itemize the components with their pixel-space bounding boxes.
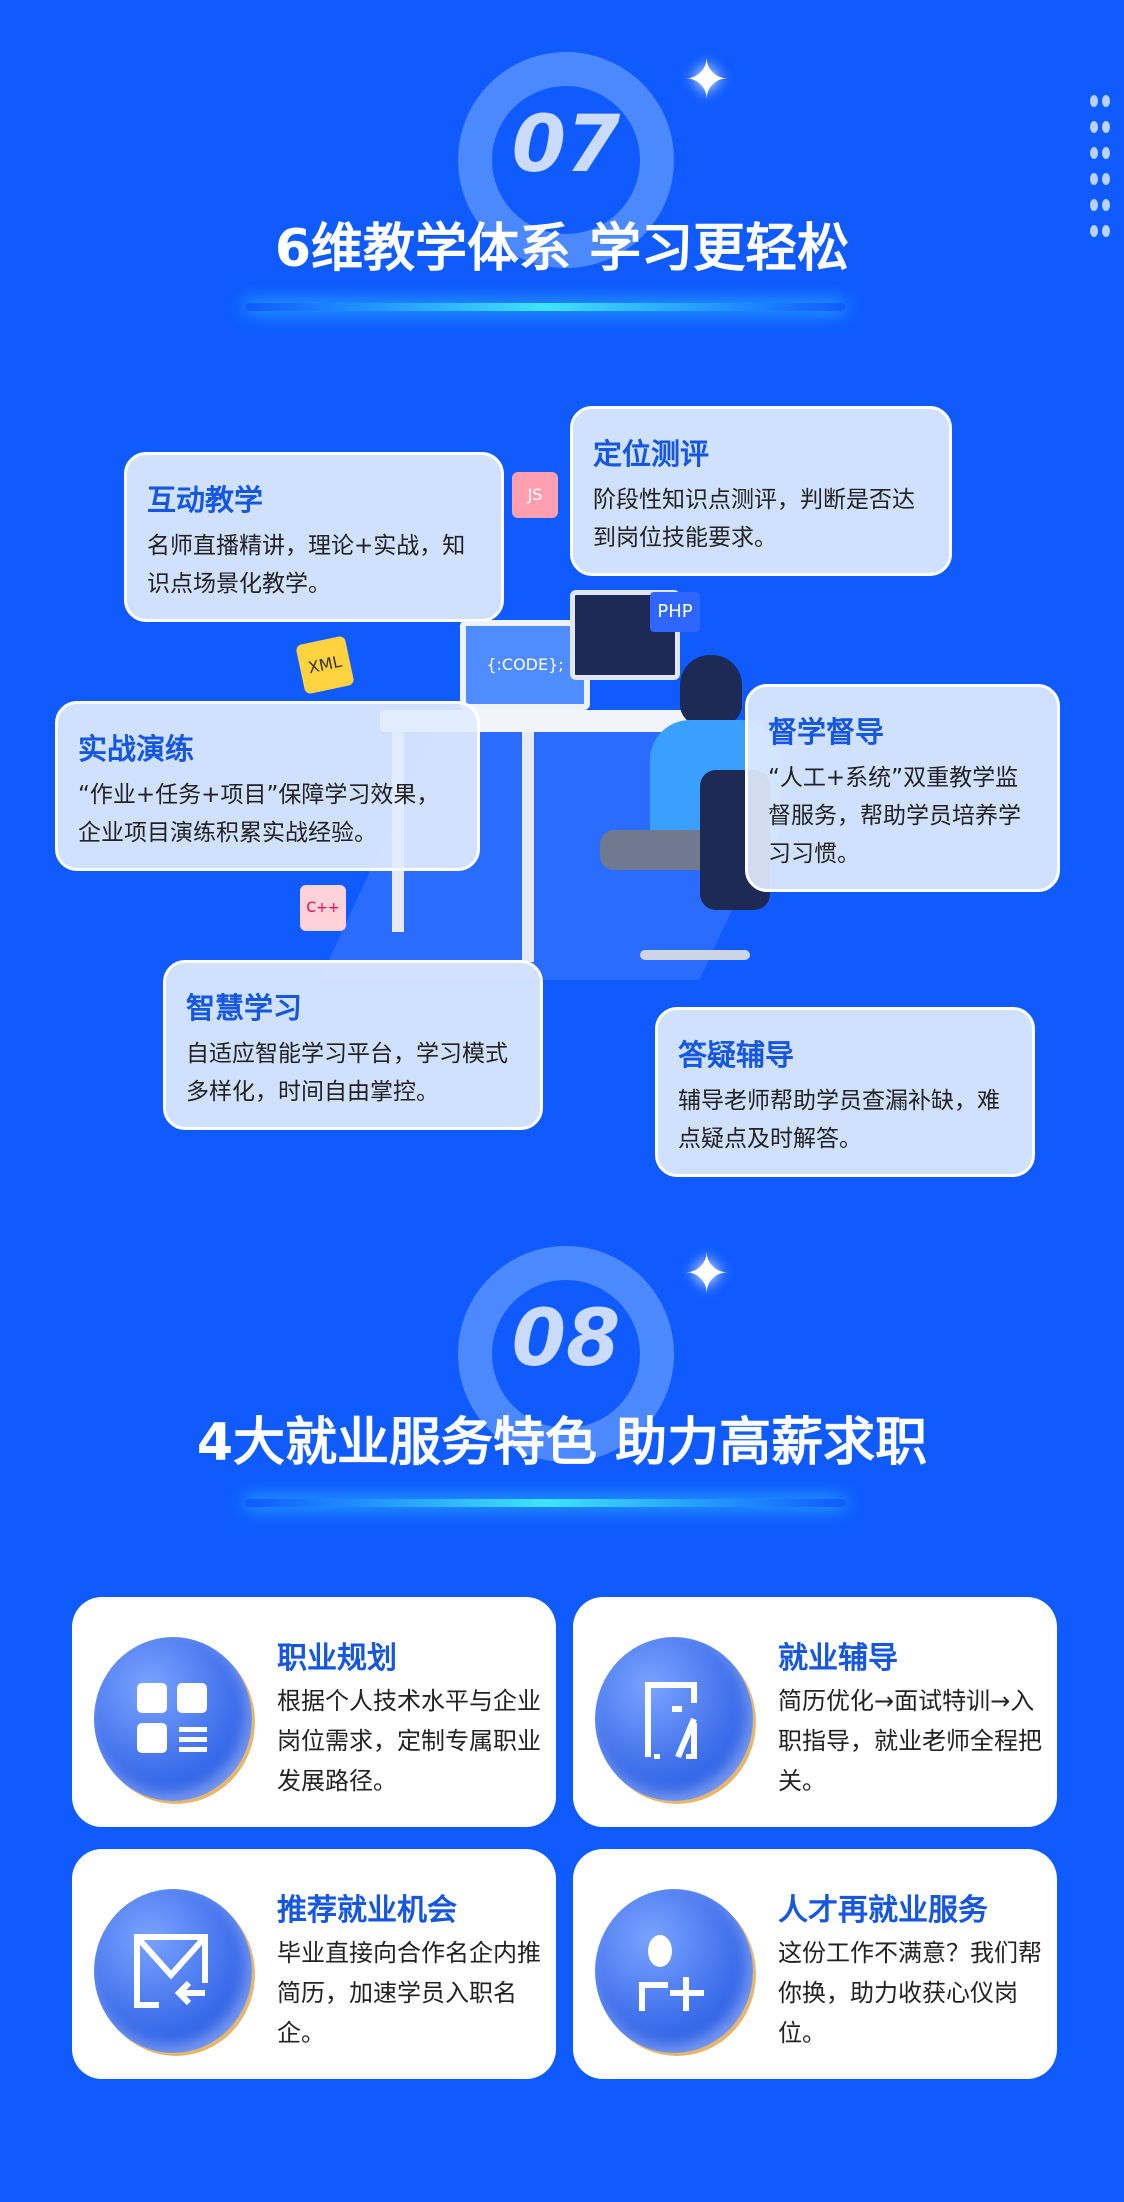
service-title: 推荐就业机会 (277, 1893, 457, 1928)
feature-title: 督学督导 (768, 715, 885, 749)
service-card-re-employment: 人才再就业服务这份工作不满意？我们帮你换，助力收获心仪岗位。 (573, 1849, 1057, 2079)
feature-card-tutoring: 答疑辅导辅导老师帮助学员查漏补缺，难点疑点及时解答。 (655, 1007, 1035, 1177)
glow-divider (245, 1499, 845, 1507)
feature-title: 答疑辅导 (678, 1038, 795, 1072)
section-title: 6维教学体系 学习更轻松 (274, 219, 850, 279)
feature-desc: 自适应智能学习平台，学习模式多样化，时间自由掌控。 (186, 1041, 508, 1105)
glow-divider (245, 303, 845, 311)
php-tag: PHP (650, 592, 700, 632)
feature-title: 互动教学 (147, 483, 264, 517)
section-title: 4大就业服务特色 助力高薪求职 (196, 1413, 928, 1473)
cpp-tag: C++ (300, 885, 346, 931)
service-desc: 毕业直接向合作名企内推简历，加速学员入职名企。 (277, 1939, 541, 2047)
service-desc: 这份工作不满意？我们帮你换，助力收获心仪岗位。 (778, 1939, 1042, 2047)
xml-tag: XML (295, 635, 355, 695)
service-card-job-referral: 推荐就业机会毕业直接向合作名企内推简历，加速学员入职名企。 (72, 1849, 556, 2079)
service-title: 职业规划 (277, 1641, 397, 1676)
section-number: 07 (511, 100, 621, 190)
feature-card-supervision: 督学督导 “人工+系统”双重教学监督服务，帮助学员培养学习习惯。 (745, 684, 1060, 892)
feature-card-assessment: 定位测评阶段性知识点测评，判断是否达到岗位技能要求。 (570, 406, 952, 576)
grid-icon (94, 1637, 252, 1801)
service-card-career-coaching: 就业辅导简历优化→面试特训→入职指导，就业老师全程把关。 (573, 1597, 1057, 1827)
feature-title: 实战演练 (78, 732, 195, 766)
sparkle-icon: ✦ (684, 48, 730, 111)
service-desc: 根据个人技术水平与企业岗位需求，定制专属职业发展路径。 (277, 1687, 541, 1795)
section-number: 08 (511, 1294, 621, 1384)
service-card-career-planning: 职业规划根据个人技术水平与企业岗位需求，定制专属职业发展路径。 (72, 1597, 556, 1827)
feature-desc: 阶段性知识点测评，判断是否达到岗位技能要求。 (593, 487, 915, 551)
feature-desc: “作业+任务+项目”保障学习效果，企业项目演练积累实战经验。 (78, 782, 440, 846)
feature-title: 定位测评 (593, 437, 710, 471)
feature-card-interactive-teaching: 互动教学名师直播精讲，理论+实战，知识点场景化教学。 (124, 452, 504, 622)
service-desc: 简历优化→面试特训→入职指导，就业老师全程把关。 (778, 1687, 1042, 1795)
add-user-icon (595, 1889, 753, 2053)
service-title: 就业辅导 (778, 1641, 898, 1676)
sparkle-icon: ✦ (684, 1242, 730, 1305)
feature-card-practice: 实战演练 “作业+任务+项目”保障学习效果，企业项目演练积累实战经验。 (55, 701, 480, 871)
feature-card-smart-learning: 智慧学习自适应智能学习平台，学习模式多样化，时间自由掌控。 (163, 960, 543, 1130)
decorative-dots (1088, 90, 1118, 246)
js-tag: JS (512, 472, 558, 518)
mail-icon (94, 1889, 252, 2053)
feature-desc: “人工+系统”双重教学监督服务，帮助学员培养学习习惯。 (768, 765, 1021, 867)
feature-title: 智慧学习 (186, 991, 303, 1025)
edit-document-icon (595, 1637, 753, 1801)
feature-desc: 辅导老师帮助学员查漏补缺，难点疑点及时解答。 (678, 1088, 1000, 1152)
service-title: 人才再就业服务 (778, 1893, 988, 1928)
feature-desc: 名师直播精讲，理论+实战，知识点场景化教学。 (147, 533, 466, 597)
